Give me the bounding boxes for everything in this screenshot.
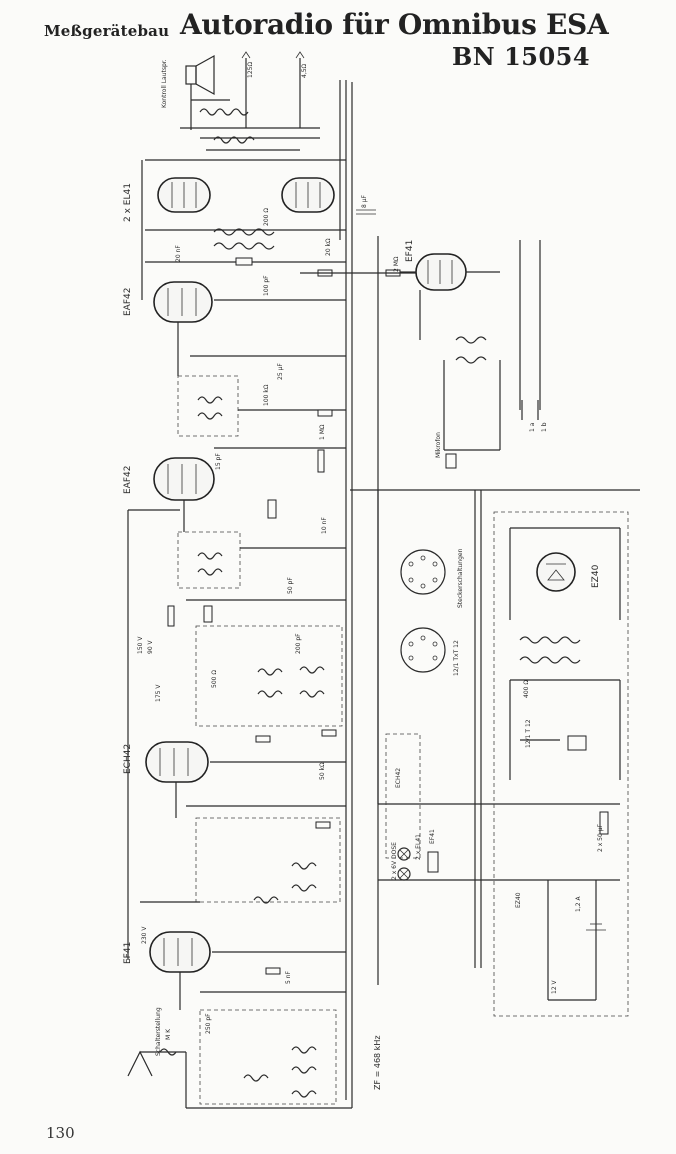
label-batt: 12 V	[551, 979, 558, 994]
label-zerhacker: 12/1 T 12	[525, 719, 532, 748]
label-ls-b: 4,5Ω	[301, 63, 308, 78]
value-8uf: 8 µF	[361, 194, 368, 208]
value-200: 200 Ω	[263, 208, 270, 226]
value-500: 500 Ω	[211, 670, 218, 688]
label-mikrofon: Mikrofon	[435, 432, 442, 458]
label-heiz-el: 2 x EL41	[415, 834, 422, 860]
value-400: 400 Ω	[523, 680, 530, 698]
label-eaf42-mid: EAF42	[123, 466, 133, 494]
shield-boxes	[177, 375, 629, 1105]
power-supply	[509, 527, 621, 1001]
value-100pf: 100 pF	[263, 275, 270, 296]
if-coils	[197, 396, 325, 1098]
tube-labels: 2 x EL41 EAF42 EF41 EAF42 EZ40 ECH42 EF4…	[123, 183, 601, 964]
value-150v: 150 V	[137, 636, 144, 654]
value-20nf: 20 nF	[175, 245, 182, 262]
value-25uf: 25 µF	[277, 363, 284, 380]
value-100k: 100 kΩ	[263, 384, 270, 406]
tube-ech42	[145, 741, 209, 783]
value-2m: 2 MΩ	[393, 256, 400, 272]
pilot-lamps	[397, 847, 439, 881]
label-ef41-bottom: EF41	[123, 942, 133, 964]
label-heiz-ez: EZ40	[515, 892, 522, 908]
output-stage	[145, 51, 420, 277]
annotations: Kontroll Lautspr. 125Ω 4,5Ω ZF = 468 kHz…	[155, 59, 582, 1090]
value-250pf: 250 pF	[205, 1013, 212, 1034]
label-ez40: EZ40	[591, 564, 601, 588]
supply-rails	[127, 80, 640, 1108]
label-zf: ZF = 468 kHz	[373, 1035, 382, 1090]
label-stecker1: Steckerschaltungen	[457, 548, 464, 608]
value-90v: 90 V	[147, 639, 154, 654]
tube-ef41-right	[415, 253, 467, 291]
tube-eaf42-mid	[153, 457, 215, 501]
label-eaf42-top: EAF42	[123, 288, 133, 316]
value-50uf: 2 x 50 µF	[597, 823, 604, 852]
value-15pf: 15 pF	[215, 453, 222, 470]
value-50k: 50 kΩ	[319, 762, 326, 780]
label-k1: 1 a	[529, 422, 536, 432]
label-dose: 2 x 6V DOSE	[391, 842, 398, 880]
model-number: BN 15054	[452, 42, 591, 71]
maker-label: Meßgerätebau	[44, 22, 170, 40]
tube-ef41-bottom	[149, 931, 211, 973]
label-el41-pair: 2 x EL41	[123, 183, 133, 222]
label-stellung: M K	[165, 1028, 172, 1040]
value-175v: 175 V	[155, 684, 162, 702]
tube-el41-b	[281, 177, 335, 213]
antenna-input	[127, 1048, 352, 1109]
label-k2: 1 b	[541, 422, 548, 432]
label-stecker2: 12/1 TxT 12	[453, 640, 460, 676]
label-heiz-ec: ECH42	[395, 768, 402, 788]
value-5n: 5 nF	[285, 970, 292, 984]
value-1m: 1 MΩ	[319, 424, 326, 440]
page-title: Autoradio für Omnibus ESA	[180, 8, 609, 41]
value-50pf: 50 pF	[287, 577, 294, 594]
label-ech42: ECH42	[123, 744, 133, 774]
tube-ez40	[536, 552, 576, 592]
label-kontroll: Kontroll Lautspr.	[161, 59, 168, 108]
component-values: 8 µF 2 x 50 µF 1 MΩ 200 Ω 50 pF 10 nF 10…	[137, 194, 604, 1034]
label-heiz-ef: EF41	[429, 829, 436, 844]
label-ls-a: 125Ω	[247, 62, 254, 78]
label-ef41-right: EF41	[405, 240, 415, 262]
label-schalter: Schalterstellung	[155, 1007, 162, 1056]
tube-eaf42-top	[153, 281, 213, 323]
page-number: 130	[46, 1124, 75, 1142]
label-sicherung: 1,2 A	[575, 896, 582, 912]
plug-diagrams	[400, 549, 446, 673]
value-20k: 20 kΩ	[325, 238, 332, 256]
signal-wiring	[128, 240, 541, 1010]
value-230v: 230 V	[141, 926, 148, 944]
value-200pf: 200 pF	[295, 633, 302, 654]
value-10n: 10 nF	[321, 517, 328, 534]
tube-el41-a	[157, 177, 211, 213]
microphone-input	[443, 336, 539, 469]
